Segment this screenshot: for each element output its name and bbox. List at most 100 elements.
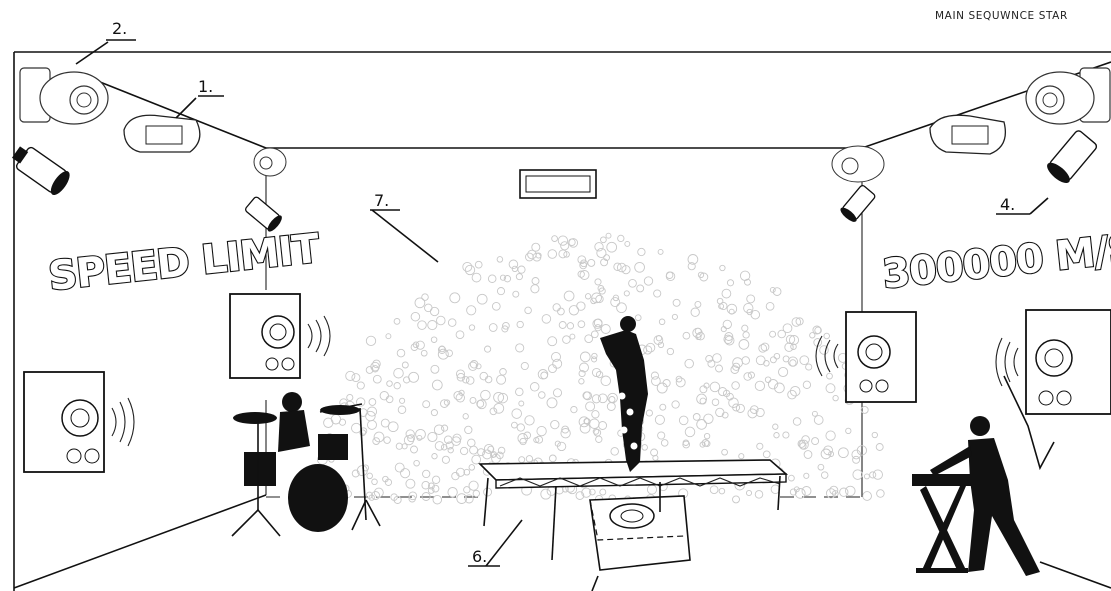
particle-dot xyxy=(667,348,673,354)
particle-dot xyxy=(589,489,595,495)
particle-dot xyxy=(666,272,675,281)
particle-dot xyxy=(853,470,863,480)
particle-dot xyxy=(432,476,439,483)
particle-dot xyxy=(516,344,524,352)
particle-dot xyxy=(490,408,497,415)
particle-dot xyxy=(530,383,539,392)
particle-dot xyxy=(549,365,557,373)
particle-dot xyxy=(742,325,748,331)
particle-dot xyxy=(552,236,558,242)
particle-dot xyxy=(513,291,519,297)
particle-dot xyxy=(521,362,528,369)
speaker-icon xyxy=(816,312,916,402)
particle-dot xyxy=(806,364,812,370)
particle-dot xyxy=(719,388,727,396)
particle-dot xyxy=(517,424,524,431)
particle-dot xyxy=(685,427,695,437)
particle-dot xyxy=(431,365,439,373)
particle-dot xyxy=(541,489,551,499)
particle-dot xyxy=(580,352,590,362)
particle-dot xyxy=(374,432,384,442)
particle-dot xyxy=(673,299,680,306)
particle-dot xyxy=(456,468,464,476)
monitor-speaker-icon xyxy=(590,496,690,570)
speaker-icon xyxy=(230,294,330,378)
particle-dot xyxy=(372,479,378,485)
particle-dot xyxy=(624,291,629,296)
particle-dot xyxy=(469,465,475,471)
particle-dot xyxy=(700,386,707,393)
particle-dot xyxy=(509,260,518,269)
particle-dot xyxy=(679,416,688,425)
particle-dot xyxy=(537,426,546,435)
particle-dot xyxy=(539,392,546,399)
particle-dot xyxy=(585,294,590,299)
particle-dot xyxy=(475,261,482,268)
particle-dot xyxy=(704,414,713,423)
particle-dot xyxy=(800,356,809,365)
particle-dot xyxy=(381,419,389,427)
particle-dot xyxy=(485,346,491,352)
particle-dot xyxy=(567,323,573,329)
particle-dot xyxy=(824,446,833,455)
particle-dot xyxy=(489,324,497,332)
particle-dot xyxy=(729,398,739,408)
particle-dot xyxy=(569,239,576,246)
particle-dot xyxy=(733,496,740,503)
particle-dot xyxy=(398,406,406,414)
particle-dot xyxy=(519,457,525,463)
particle-dot xyxy=(635,315,641,321)
particle-dot xyxy=(596,436,602,442)
particle-dot xyxy=(743,332,749,338)
particle-dot xyxy=(442,456,449,463)
particle-dot xyxy=(428,432,437,441)
particle-dot xyxy=(547,398,557,408)
particle-dot xyxy=(766,302,774,310)
particle-dot xyxy=(542,315,551,324)
singer-silhouette-icon xyxy=(600,316,648,472)
particle-dot xyxy=(793,418,801,426)
particle-dot xyxy=(712,399,719,406)
particle-dot xyxy=(400,398,405,403)
particle-dot xyxy=(629,279,637,287)
particle-dot xyxy=(635,262,645,272)
particle-dot xyxy=(733,363,740,370)
particle-dot xyxy=(347,394,353,400)
particle-dot xyxy=(428,321,437,330)
particle-dot xyxy=(658,249,663,254)
particle-dot xyxy=(657,383,667,393)
callout-label-6: 6. xyxy=(472,547,487,566)
particle-dot xyxy=(463,262,472,271)
particle-dot xyxy=(770,331,776,337)
particle-dot xyxy=(448,488,457,497)
flood-light-icon xyxy=(930,115,1005,154)
particle-dot xyxy=(666,272,673,279)
particle-dot xyxy=(826,384,835,393)
particle-dot xyxy=(755,491,763,499)
particle-dot xyxy=(467,306,476,315)
particle-dot xyxy=(549,455,556,462)
particle-dot xyxy=(637,285,644,292)
particle-dot xyxy=(346,371,355,380)
particle-dot xyxy=(425,304,433,312)
particle-dot xyxy=(600,489,606,495)
particle-dot xyxy=(719,304,724,309)
particle-dot xyxy=(863,492,872,501)
particle-dot xyxy=(611,448,619,456)
particle-dot xyxy=(877,490,885,498)
particle-dot xyxy=(394,319,400,325)
callout-label-1: 1. xyxy=(198,77,213,96)
particle-dot xyxy=(437,316,446,325)
particle-dot xyxy=(553,389,561,397)
particle-dot xyxy=(732,382,740,390)
particle-dot xyxy=(472,273,481,282)
particle-dot xyxy=(571,406,577,412)
particle-dot xyxy=(526,253,534,261)
particle-dot xyxy=(431,337,437,343)
particle-dot xyxy=(815,327,822,334)
particle-dot xyxy=(380,392,388,400)
particle-dot xyxy=(853,456,860,463)
particle-dot xyxy=(595,279,601,285)
ceiling-light-panel xyxy=(520,170,596,198)
